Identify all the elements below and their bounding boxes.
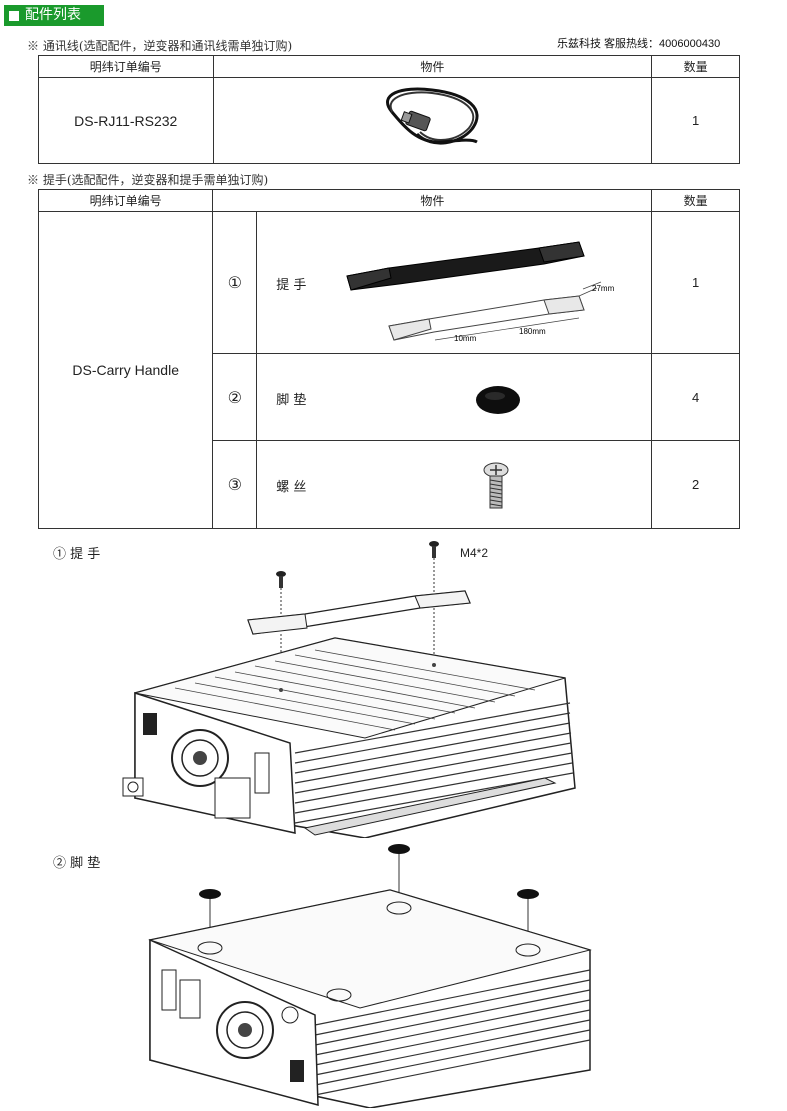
table-communication-cable: 明纬订单编号 物件 数量 DS-RJ11-RS232 1: [38, 55, 740, 164]
header-order-code: 明纬订单编号: [38, 55, 214, 78]
handle-cell: 提 手 27mm 10mm 180mm: [256, 211, 653, 354]
item-number: ②: [212, 353, 258, 441]
cable-image-cell: [212, 77, 653, 164]
figure2-caption: ② 脚 垫: [53, 856, 101, 871]
screw-icon: [429, 541, 439, 593]
screw-label: M4*2: [460, 546, 489, 560]
foot-pad-mounting-diagram: [148, 844, 592, 1108]
figure1-caption: ① 提 手: [53, 547, 101, 562]
screw-icon: [483, 462, 509, 509]
item-number: ①: [212, 211, 258, 354]
item-number: ③: [212, 440, 258, 529]
section-title-text: 配件列表: [25, 7, 81, 23]
screw-icon: [276, 571, 286, 618]
dim-width: 27mm: [592, 284, 615, 293]
qty-cell: 1: [651, 77, 740, 164]
table1-note: ※ 通讯线(选配配件，逆变器和通讯线需单独订购): [27, 39, 293, 53]
header-item: 物件: [212, 55, 653, 78]
header-qty: 数量: [651, 55, 740, 78]
item-name: 脚 垫: [276, 393, 307, 408]
handle-mounting-diagram: [122, 541, 576, 838]
table-carry-handle: 明纬订单编号 物件 数量 DS-Carry Handle ① 提 手 27mm …: [37, 189, 740, 529]
header-order-code: 明纬订单编号: [37, 189, 214, 212]
foot-pad-icon: [476, 386, 521, 414]
item-name: 提 手: [276, 278, 307, 293]
foot-pad-cell: 脚 垫: [256, 353, 653, 441]
table2-note: ※ 提手(选配配件，逆变器和提手需单独订购): [27, 173, 269, 187]
qty-cell: 4: [651, 353, 740, 441]
carry-handle-icon: 27mm 10mm 180mm: [346, 241, 615, 343]
section-title: 配件列表: [4, 5, 104, 26]
order-code-cell: DS-RJ11-RS232: [38, 77, 214, 164]
dim-gap: 10mm: [454, 334, 477, 343]
order-code-cell: DS-Carry Handle: [37, 211, 214, 529]
header-item: 物件: [212, 189, 653, 212]
header-qty: 数量: [651, 189, 740, 212]
qty-cell: 2: [651, 440, 740, 529]
qty-cell: 1: [651, 211, 740, 354]
rs232-cable-icon: [386, 87, 479, 145]
dim-length: 180mm: [519, 327, 546, 336]
screw-cell: 螺 丝: [256, 440, 653, 529]
hotline-text: 乐兹科技 客服热线：4006000430: [557, 38, 721, 50]
square-icon: [9, 10, 19, 21]
item-name: 螺 丝: [276, 480, 307, 495]
